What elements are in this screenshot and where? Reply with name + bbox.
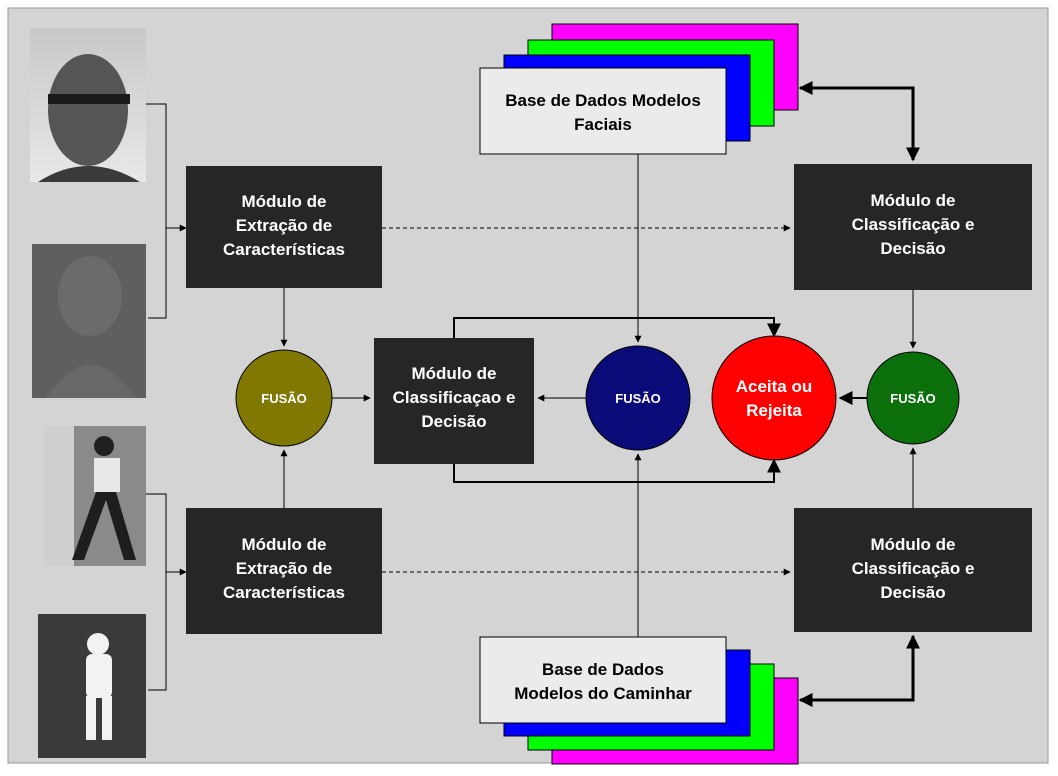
extraction-module-gait: Módulo de Extração de Características (186, 508, 382, 634)
module-label: Módulo de (871, 535, 956, 554)
module-label: Características (223, 240, 345, 259)
decision-label-line1: Aceita ou (736, 377, 813, 396)
extraction-module-face: Módulo de Extração de Características (186, 166, 382, 288)
module-label: Classificação e (852, 559, 975, 578)
module-label: Módulo de (242, 192, 327, 211)
module-label: Módulo de (242, 535, 327, 554)
face-photo-infrared (32, 244, 146, 398)
bidir-gait-db-to-classify (798, 634, 920, 707)
loop-classify-to-decision-top (453, 317, 781, 338)
connectors (280, 81, 920, 707)
loop-classify-to-decision-bottom (453, 458, 781, 483)
face-database-stack: Base de Dados Modelos Faciais (479, 23, 799, 155)
module-label: Decisão (880, 583, 945, 602)
decision-label-line2: Rejeita (746, 401, 802, 420)
gait-database-label-line1: Base de Dados (542, 660, 664, 679)
classification-module-center: Módulo de Classificaçao e Decisão (374, 338, 534, 464)
gait-photo-visible (44, 426, 146, 566)
fusion-label: FUSÃO (615, 391, 661, 406)
classification-module-gait: Módulo de Classificação e Decisão (794, 508, 1032, 632)
face-database-label-line1: Base de Dados Modelos (505, 91, 701, 110)
classification-module-face: Módulo de Classificação e Decisão (794, 164, 1032, 290)
module-label: Módulo de (871, 191, 956, 210)
gait-database-box (479, 636, 727, 724)
gait-database-stack: Base de Dados Modelos do Caminhar (479, 636, 799, 765)
fusion-node-right: FUSÃO (866, 351, 960, 445)
module-label: Decisão (421, 412, 486, 431)
decision-node: Aceita ou Rejeita (711, 335, 837, 461)
module-label: Classificação e (852, 215, 975, 234)
fusion-label: FUSÃO (261, 391, 307, 406)
module-label: Decisão (880, 239, 945, 258)
module-label: Extração de (236, 559, 332, 578)
module-label: Classificaçao e (393, 388, 516, 407)
face-database-box (479, 67, 727, 155)
module-label: Módulo de (412, 364, 497, 383)
gait-photo-infrared (38, 614, 146, 758)
gait-database-label-line2: Modelos do Caminhar (514, 684, 692, 703)
gait-photo-bracket (146, 493, 187, 691)
fusion-label: FUSÃO (890, 391, 936, 406)
fusion-node-center: FUSÃO (585, 345, 691, 451)
face-database-label-line2: Faciais (574, 115, 632, 134)
module-label: Características (223, 583, 345, 602)
module-label: Extração de (236, 216, 332, 235)
bidir-face-db-to-classify (798, 81, 920, 162)
face-photo-bracket (146, 103, 187, 319)
fusion-node-left: FUSÃO (235, 349, 333, 447)
face-photo-visible (30, 28, 146, 182)
